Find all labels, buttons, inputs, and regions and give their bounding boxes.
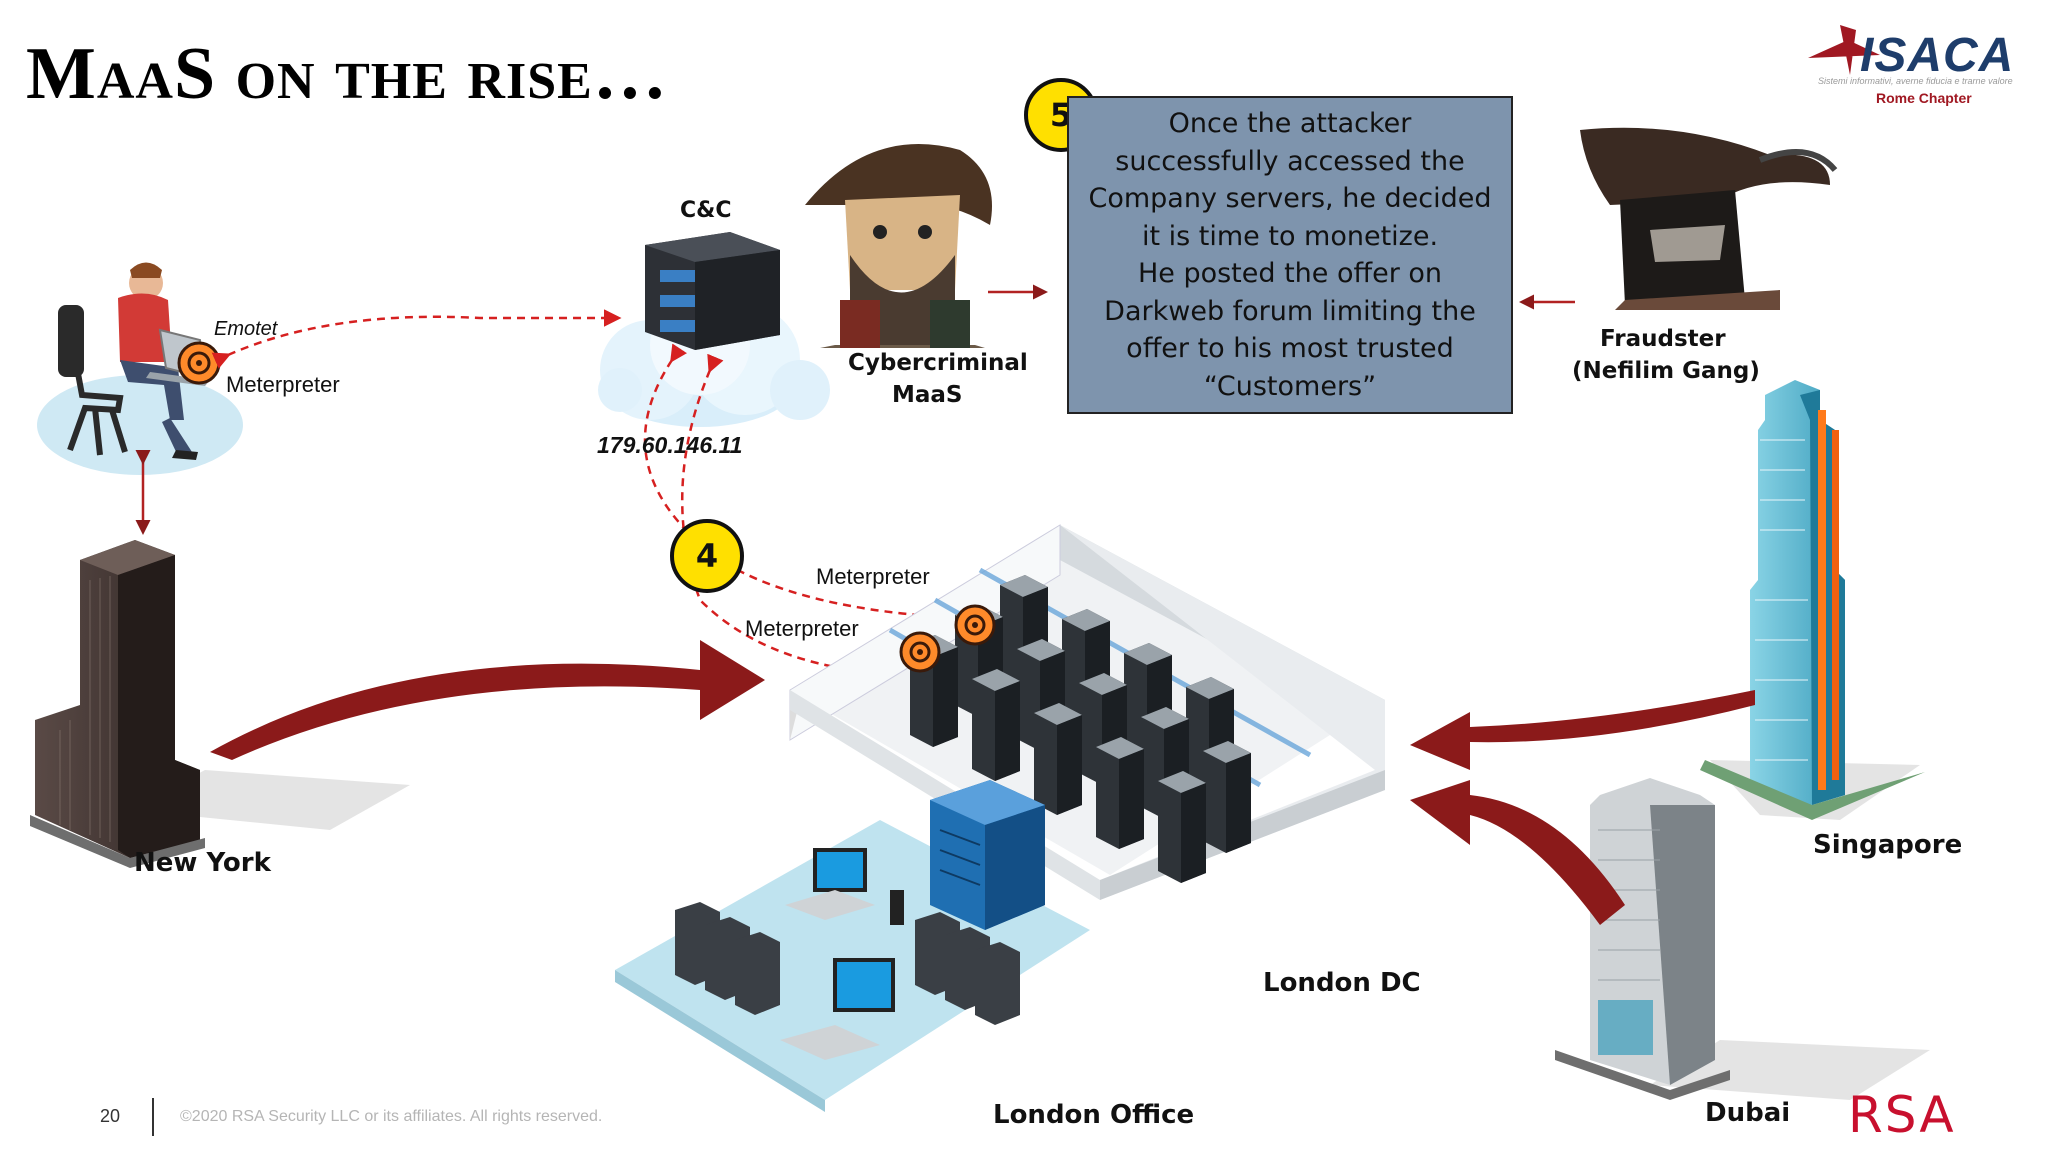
new-york-building [30, 540, 410, 868]
biohazard-icon [954, 604, 996, 646]
office-workstations [675, 848, 1020, 1060]
server-rack-side [1119, 749, 1144, 849]
server-rack-top [1158, 771, 1206, 793]
server-rack-top [1203, 741, 1251, 763]
meterpreter-link-1 [643, 343, 964, 627]
server-rack-top [1186, 677, 1234, 699]
server-rack-side [995, 681, 1020, 781]
server-rack-top [1124, 643, 1172, 665]
callout-text: Once the attacker successfully accessed … [1088, 108, 1492, 402]
singapore-building [1700, 380, 1925, 820]
server-rack-top [1062, 609, 1110, 631]
server-rack-top [972, 669, 1020, 691]
monetize-callout: Once the attacker successfully accessed … [1067, 96, 1513, 414]
server-rack-top [1079, 673, 1127, 695]
meterpreter-label-dc-1: Meterpreter [816, 564, 930, 589]
london-office-label: London Office [993, 1100, 1195, 1130]
victim-workstation [37, 262, 243, 475]
server-rack-top [1000, 575, 1048, 597]
cybercriminal-label: Cybercriminal [848, 350, 1028, 376]
isaca-tagline: Sistemi informativi, averne fiducia e tr… [1818, 76, 2013, 86]
biohazard-icon [899, 631, 941, 673]
london-dc-label: London DC [1263, 968, 1421, 998]
cybercriminal-pirate [805, 144, 992, 348]
isaca-logo-mark [1808, 25, 1880, 75]
fraudster-label: Fraudster [1600, 326, 1726, 352]
rsa-logo: RSA [1848, 1086, 1956, 1144]
server-rack-side [1226, 753, 1251, 853]
cnc-server-cloud [598, 232, 830, 427]
server-rack-top [1034, 703, 1082, 725]
server-racks [910, 575, 1251, 883]
server-rack-top [1017, 639, 1065, 661]
page-number: 20 [100, 1106, 121, 1126]
server-rack-top [1096, 737, 1144, 759]
dubai-label: Dubai [1705, 1098, 1791, 1128]
slide-title: MaaS on the rise… [26, 33, 668, 115]
blue-server-rack [930, 780, 1045, 930]
isaca-logo: ISACA [1860, 29, 2015, 82]
footer-divider [152, 1098, 154, 1136]
isaca-chapter: Rome Chapter [1876, 90, 1972, 106]
server-rack-side [933, 647, 958, 747]
emotet-label: Emotet [214, 318, 278, 340]
server-rack-top [1141, 707, 1189, 729]
copyright: ©2020 RSA Security LLC or its affiliates… [180, 1108, 603, 1125]
server-rack-side [1057, 715, 1082, 815]
meterpreter-label-user: Meterpreter [226, 372, 340, 397]
new-york-label: New York [134, 848, 271, 878]
ip-address: 179.60.146.11 [597, 432, 743, 458]
singapore-label: Singapore [1813, 830, 1963, 860]
meterpreter-label-dc-2: Meterpreter [745, 616, 859, 641]
flow-arrows [210, 640, 1755, 925]
cnc-label: C&C [680, 198, 732, 223]
step-4-badge: 4 [670, 519, 744, 593]
fraudster-sublabel: (Nefilim Gang) [1572, 358, 1760, 384]
fraudster-pirate [1580, 127, 1838, 310]
emotet-link [211, 309, 622, 369]
cybercriminal-sublabel: MaaS [892, 382, 963, 408]
meterpreter-link-2 [680, 353, 872, 680]
server-rack-side [1181, 783, 1206, 883]
biohazard-icon [177, 341, 221, 385]
dubai-building [1555, 778, 1930, 1100]
